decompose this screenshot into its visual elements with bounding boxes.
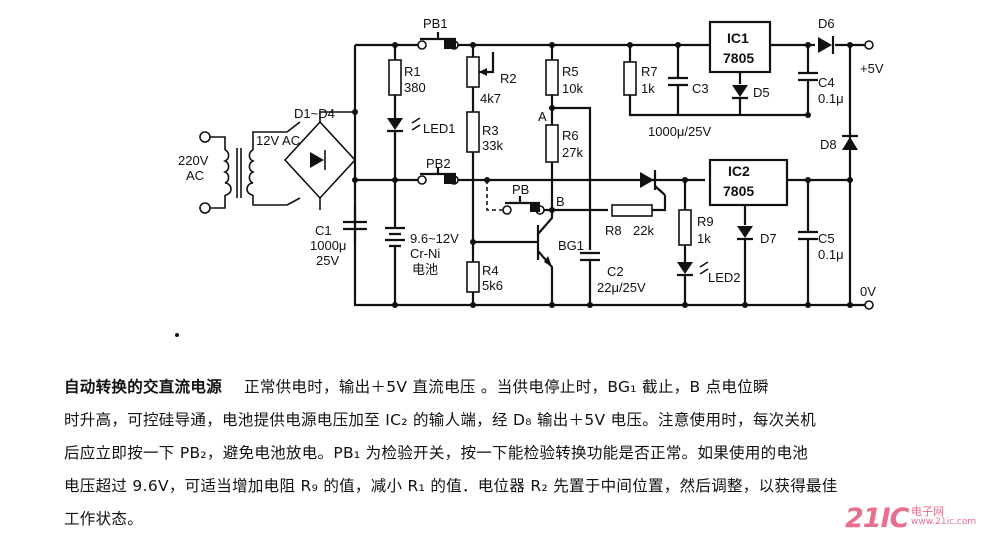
label-r9: R9 xyxy=(697,214,714,229)
label-r8-value: 22k xyxy=(633,223,654,238)
resistor-r7 xyxy=(623,45,808,117)
label-r4-value: 5k6 xyxy=(482,278,503,293)
caption-line-1: 自动转换的交直流电源 正常供电时，输出＋5V 直流电压 。当供电停止时，BG₁ 截… xyxy=(64,371,954,404)
label-transformer: 12V AC xyxy=(256,133,300,148)
led1 xyxy=(387,117,421,180)
capacitor-c1 xyxy=(343,205,367,245)
scr-thyristor xyxy=(640,170,666,196)
caption-line-5: 工作状态。 xyxy=(64,510,144,528)
label-r4: R4 xyxy=(482,263,499,278)
caption-line-4: 电压超过 9.6V，可适当增加电阻 R₉ 的值，减小 R₁ 的值．电位器 R₂ … xyxy=(64,477,838,495)
transformer xyxy=(199,131,287,214)
label-node-a: A xyxy=(538,109,547,124)
label-out-0v: 0V xyxy=(860,284,876,299)
caption-title: 自动转换的交直流电源 xyxy=(64,378,223,396)
label-d5: D5 xyxy=(753,85,770,100)
caption-line-3: 后应立即按一下 PB₂，避免电池放电。PB₁ 为检验开关，按一下能检验转换功能是… xyxy=(64,444,809,462)
capacitor-c5 xyxy=(798,180,818,305)
label-c2-value: 22μ/25V xyxy=(597,280,646,295)
label-r3: R3 xyxy=(482,123,499,138)
label-c3: C3 xyxy=(692,81,709,96)
label-r3-value: 33k xyxy=(482,138,503,153)
label-pb1: PB1 xyxy=(423,16,448,31)
label-c1: C1 xyxy=(315,223,332,238)
label-c1-voltage: 25V xyxy=(316,253,339,268)
label-bg1: BG1 xyxy=(558,238,584,253)
label-r9-value: 1k xyxy=(697,231,711,246)
label-c4: C4 xyxy=(818,75,835,90)
diode-d8 xyxy=(842,134,858,150)
resistor-r8 xyxy=(611,195,667,217)
label-ac: AC xyxy=(186,168,204,183)
label-led1: LED1 xyxy=(423,121,456,136)
watermark-logo: 21IC 电子网 www.21ic.com xyxy=(845,503,976,535)
label-node-b: B xyxy=(556,194,565,209)
resistor-r9 xyxy=(678,180,692,262)
label-battery: 电池 xyxy=(412,262,438,277)
label-r5: R5 xyxy=(562,64,579,79)
label-r6: R6 xyxy=(562,128,579,143)
label-c2: C2 xyxy=(607,264,624,279)
regulator-ic2 xyxy=(708,158,789,225)
capacitor-c4 xyxy=(798,45,818,115)
circuit-schematic: 220V AC 12V AC D1~D4 C1 1000μ 25V PB1 R1… xyxy=(175,16,884,337)
potentiometer-r2 xyxy=(466,45,495,112)
label-led2: LED2 xyxy=(708,270,741,285)
label-out-5v: +5V xyxy=(860,61,884,76)
label-pb2: PB2 xyxy=(426,156,451,171)
diode-d5 xyxy=(732,85,748,115)
label-c4-value: 0.1μ xyxy=(818,91,844,106)
label-battery-type: Cr-Ni xyxy=(410,246,440,261)
label-r2: R2 xyxy=(500,71,517,86)
ground-rail xyxy=(353,45,865,307)
watermark-url: www.21ic.com xyxy=(911,517,977,527)
push-button-pb2 xyxy=(417,167,459,185)
label-d8: D8 xyxy=(820,137,837,152)
resistor-r5 xyxy=(545,45,559,125)
label-ic1: IC1 xyxy=(727,30,749,46)
label-battery-voltage: 9.6~12V xyxy=(410,231,459,246)
label-r8: R8 xyxy=(605,223,622,238)
label-pb: PB xyxy=(512,182,529,197)
label-d7: D7 xyxy=(760,231,777,246)
bridge-rectifier xyxy=(283,111,357,210)
label-d6: D6 xyxy=(818,16,835,31)
label-ic2-part: 7805 xyxy=(723,183,754,199)
diode-d6 xyxy=(818,36,835,54)
capacitor-c3 xyxy=(668,45,688,115)
caption: 自动转换的交直流电源 正常供电时，输出＋5V 直流电压 。当供电停止时，BG₁ 截… xyxy=(64,371,954,536)
label-d1-d4: D1~D4 xyxy=(294,106,335,121)
watermark-site: 电子网 xyxy=(911,505,944,518)
label-ac-220v: 220V xyxy=(178,153,209,168)
label-r1: R1 xyxy=(404,64,421,79)
led2 xyxy=(677,261,709,305)
label-r2-value: 4k7 xyxy=(480,91,501,106)
caption-line-2: 时升高，可控硅导通，电池提供电源电压加至 IC₂ 的输人端，经 D₈ 输出＋5V… xyxy=(64,411,817,429)
diode-d7 xyxy=(737,226,753,305)
caption-text-1: 正常供电时，输出＋5V 直流电压 。当供电停止时，BG₁ 截止，B 点电位瞬 xyxy=(244,378,769,396)
resistor-r1 xyxy=(388,45,402,118)
label-r7-value: 1k xyxy=(641,81,655,96)
resistor-r4 xyxy=(466,261,480,305)
label-r5-value: 10k xyxy=(562,81,583,96)
label-c3-value: 1000μ/25V xyxy=(648,124,711,139)
battery xyxy=(385,180,405,305)
label-r7: R7 xyxy=(641,64,658,79)
resistor-r6 xyxy=(545,124,559,190)
label-r1-value: 380 xyxy=(404,80,426,95)
capacitor-c2 xyxy=(580,251,600,305)
label-c5-value: 0.1μ xyxy=(818,247,844,262)
label-r6-value: 27k xyxy=(562,145,583,160)
watermark-brand: 21IC xyxy=(845,503,909,534)
label-c1-value: 1000μ xyxy=(310,238,346,253)
regulator-ic1 xyxy=(708,20,772,84)
label-ic1-part: 7805 xyxy=(723,50,754,66)
push-button-pb1 xyxy=(417,32,459,50)
label-c5: C5 xyxy=(818,231,835,246)
transistor-bg1 xyxy=(536,190,554,305)
label-ic2: IC2 xyxy=(728,163,750,179)
